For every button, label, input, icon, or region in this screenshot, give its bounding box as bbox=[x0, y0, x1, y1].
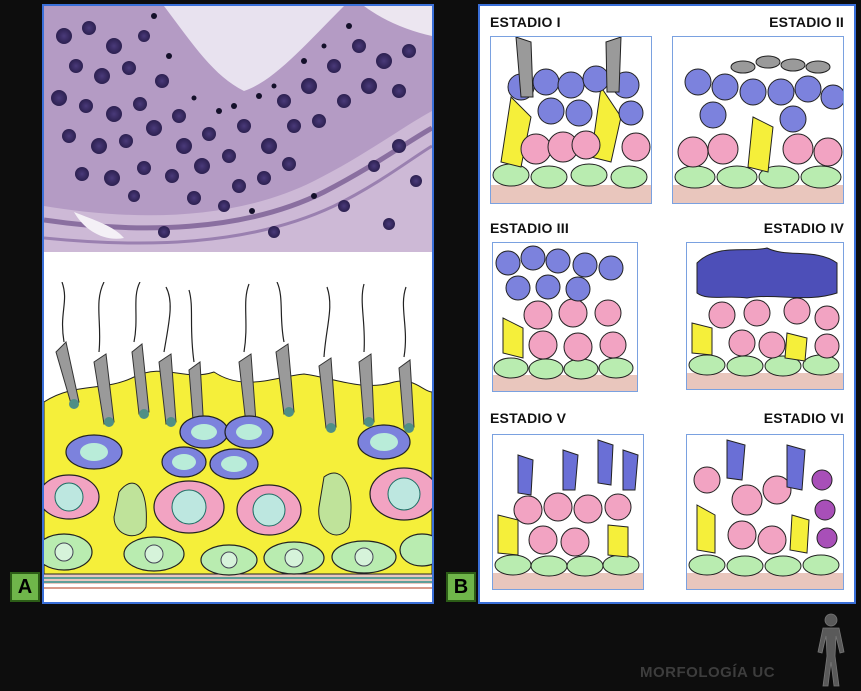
panel-a-label: A bbox=[10, 572, 40, 602]
human-figure-icon bbox=[817, 613, 845, 687]
stage-1-title: ESTADIO I bbox=[490, 14, 561, 30]
histology-micrograph bbox=[44, 6, 432, 252]
stage-5-diagram bbox=[492, 434, 644, 590]
stage-1-diagram bbox=[490, 36, 652, 204]
panel-a bbox=[42, 4, 434, 604]
stage-4-title: ESTADIO IV bbox=[763, 220, 844, 236]
stage-4-diagram bbox=[686, 242, 844, 390]
stage-6-diagram bbox=[686, 434, 844, 590]
footer-brand: MORFOLOGÍA UC bbox=[640, 664, 776, 681]
panel-b: ESTADIO I ESTADIO II ESTADIO III ESTADIO… bbox=[478, 4, 856, 604]
stage-6-title: ESTADIO VI bbox=[763, 410, 844, 426]
stage-3-title: ESTADIO III bbox=[490, 220, 569, 236]
stage-2-title: ESTADIO II bbox=[769, 14, 844, 30]
stage-3-diagram bbox=[492, 242, 638, 392]
stage-2-diagram bbox=[672, 36, 844, 204]
seminiferous-epithelium-schematic bbox=[44, 282, 432, 602]
panel-b-label: B bbox=[446, 572, 476, 602]
stage-5-title: ESTADIO V bbox=[490, 410, 567, 426]
